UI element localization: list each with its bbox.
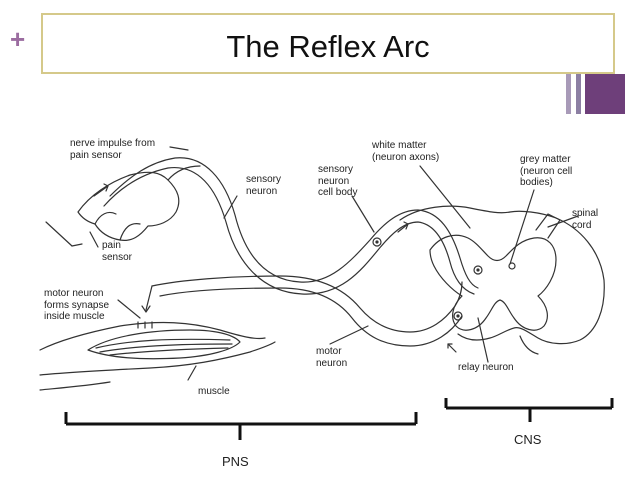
accent-bar-light — [566, 74, 571, 114]
label-spinal-cord: spinal cord — [572, 208, 599, 231]
sensory-cell-body — [372, 237, 382, 247]
motor-neuron-path — [151, 275, 463, 333]
label-relay-neuron: relay neuron — [458, 362, 514, 373]
arm-outline — [39, 321, 266, 351]
slide-title: The Reflex Arc — [226, 29, 430, 64]
label-pain-sensor: pain sensor — [102, 240, 133, 263]
label-grey-matter: grey matter (neuron cell bodies) — [520, 154, 573, 188]
label-sensory-cell-body: sensory neuron cell body — [318, 164, 358, 198]
pin — [45, 221, 73, 247]
label-white-matter: white matter (neuron axons) — [372, 140, 440, 163]
muscle-shape — [87, 329, 241, 360]
title-box: The Reflex Arc — [41, 13, 615, 74]
hand-outline — [77, 171, 180, 241]
label-motor-synapse: motor neuron forms synapse inside muscle — [44, 288, 110, 322]
label-pns: PNS — [222, 454, 249, 469]
spinal-cord-outline — [399, 205, 605, 345]
label-motor-neuron: motor neuron — [316, 346, 348, 369]
motor-neuron-body — [453, 311, 463, 321]
pns-bracket — [64, 412, 418, 440]
accent-bar-dark — [585, 74, 625, 114]
label-cns: CNS — [514, 432, 542, 447]
plus-icon: + — [10, 24, 26, 54]
label-muscle: muscle — [198, 386, 230, 397]
label-nerve-impulse: nerve impulse from pain sensor — [70, 138, 156, 161]
relay-neuron-body — [473, 265, 483, 275]
label-sensory-neuron: sensory neuron — [246, 174, 282, 197]
sensory-neuron-path — [109, 157, 479, 289]
cns-bracket — [444, 398, 614, 422]
accent-bar-mid — [576, 74, 581, 114]
grey-matter-outline — [429, 234, 557, 331]
